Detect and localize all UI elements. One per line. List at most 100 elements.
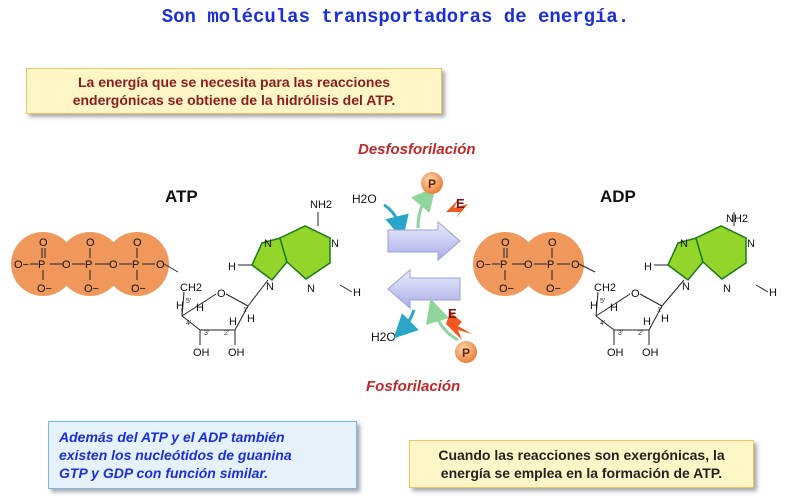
adp-n-3: N <box>723 283 731 295</box>
adp-o-bottom-2: O− <box>546 283 561 295</box>
page-title: Son moléculas transportadoras de energía… <box>161 6 630 28</box>
adp-h-3: H <box>643 316 651 328</box>
fosforilacion-label: Fosforilación <box>366 378 460 395</box>
atp-n-9: N <box>266 281 274 293</box>
atp-nh2: NH2 <box>310 199 332 211</box>
atp-phosphate-circle-3 <box>105 232 169 296</box>
atp-ribose <box>181 279 269 345</box>
adp-h-1: H <box>590 300 598 312</box>
phosphate-label-bottom: P <box>462 346 470 360</box>
adp-num-2: 2' <box>638 330 643 337</box>
top-note-line-2: endergónicas se obtiene de la hidrólisis… <box>72 92 396 108</box>
atp-label: ATP <box>165 187 198 206</box>
bottom-left-note-line-3: GTP y GDP con función similar. <box>59 465 269 481</box>
phosphate-ball-bottom <box>455 341 477 363</box>
atp-oh-1: OH <box>193 347 210 359</box>
adp-num-4: 4' <box>600 320 605 327</box>
adp-o-top-2: O <box>548 237 557 249</box>
adp-h-4: H <box>661 313 669 325</box>
adp-o-bridge-1: O <box>524 259 533 271</box>
adp-label: ADP <box>600 187 636 206</box>
atp-num-3: 3' <box>204 330 209 337</box>
atp-p-1: P <box>38 259 45 271</box>
adp-ch2: CH2 <box>594 282 616 294</box>
atp-h-4: H <box>247 313 255 325</box>
atp-o-minus-left: O− <box>14 259 29 271</box>
atp-phosphate-chain: O− P P P O O O O O O O− O− O− <box>11 232 179 296</box>
water-bottom-label: H2O <box>371 330 396 344</box>
atp-o-bridge-3: O <box>156 259 165 271</box>
phosphate-label-top: P <box>428 177 436 191</box>
top-note-box: La energía que se necesita para las reac… <box>26 68 442 114</box>
phosphate-out-arrow <box>411 186 436 229</box>
atp-o-bridge-2: O <box>109 259 118 271</box>
atp-h-1: H <box>176 300 184 312</box>
adp-o-bridge-2: O <box>571 259 580 271</box>
adp-phosphate-chain: O− P P O O O O O− O− <box>473 232 596 296</box>
atp-o-bottom-1: O− <box>37 283 52 295</box>
adp-n-1: N <box>747 238 755 250</box>
atp-o-bottom-3: O− <box>131 283 146 295</box>
reverse-arrow <box>387 268 461 310</box>
atp-num-4: 4' <box>186 320 191 327</box>
atp-p-3: P <box>132 259 139 271</box>
atp-num-1: 1' <box>243 307 248 314</box>
atp-o-bridge-1: O <box>62 259 71 271</box>
atp-o-top-3: O <box>133 237 142 249</box>
atp-molecule: ATP O− P P P O O O <box>11 187 361 359</box>
adp-h-2: H <box>610 302 618 314</box>
bottom-left-note-line-1: Además del ATP y el ADP también <box>59 429 285 445</box>
atp-adenine: NH2 N N N N H H <box>228 199 361 299</box>
water-top-label: H2O <box>352 192 377 206</box>
bottom-left-note-box: Además del ATP y el ADP también existen … <box>48 421 357 489</box>
water-in-arrow <box>383 203 409 240</box>
atp-oh-2: OH <box>228 347 245 359</box>
adp-num-5: 5' <box>600 298 605 305</box>
atp-h-2: H <box>196 302 204 314</box>
bottom-right-note-line-1: Cuando las reacciones son exergónicas, l… <box>438 447 725 463</box>
adp-h-c2: H <box>769 287 777 299</box>
adp-p-1: P <box>500 259 507 271</box>
atp-p-2: P <box>85 259 92 271</box>
forward-arrow <box>387 220 461 262</box>
atp-o-top-1: O <box>39 237 48 249</box>
adp-o-top-1: O <box>501 237 510 249</box>
energy-label-top: E <box>456 196 465 211</box>
adp-nh2: NH2 <box>726 213 748 225</box>
atp-o-bottom-2: O− <box>84 283 99 295</box>
adp-num-3: 3' <box>618 330 623 337</box>
atp-num-5: 5' <box>186 298 191 305</box>
atp-h-8: H <box>228 261 236 273</box>
energy-bolt-bottom <box>446 312 472 340</box>
phosphate-ball-top <box>421 172 443 194</box>
adp-phosphate-circle-1 <box>473 232 537 296</box>
atp-o-top-2: O <box>86 237 95 249</box>
atp-num-2: 2' <box>224 330 229 337</box>
atp-ring-o: O <box>217 288 226 300</box>
adp-ribose <box>595 279 685 345</box>
adp-molecule: ADP O− P P O O O O O− O− <box>473 187 777 359</box>
atp-h-3: H <box>229 316 237 328</box>
adp-o-minus-left: O− <box>476 259 491 271</box>
adp-p-2: P <box>547 259 554 271</box>
adp-o-bottom-1: O− <box>499 283 514 295</box>
adp-oh-2: OH <box>642 347 659 359</box>
adp-h-8: H <box>644 261 652 273</box>
water-out-arrow <box>393 309 419 339</box>
desfosforilacion-label: Desfosforilación <box>358 141 476 158</box>
bottom-left-note-line-2: existen los nucleótidos de guanina <box>59 447 292 463</box>
top-note-line-1: La energía que se necesita para las reac… <box>77 74 391 90</box>
atp-n-7: N <box>264 238 272 250</box>
atp-phosphate-circle-2 <box>58 232 122 296</box>
bottom-right-note-box: Cuando las reacciones son exergónicas, l… <box>409 440 754 488</box>
adp-num-1: 1' <box>657 307 662 314</box>
adp-oh-1: OH <box>607 347 624 359</box>
bottom-right-note-line-2: energía se emplea en la formación de ATP… <box>440 465 723 481</box>
atp-ch2: CH2 <box>180 282 202 294</box>
phosphate-in-arrow <box>425 298 459 342</box>
energy-label-bottom: E <box>448 306 457 321</box>
reaction-center: Desfosforilación H2O P E H2O P E Fosfori… <box>352 141 477 395</box>
atp-h-c2: H <box>353 287 361 299</box>
atp-n-3: N <box>307 283 315 295</box>
